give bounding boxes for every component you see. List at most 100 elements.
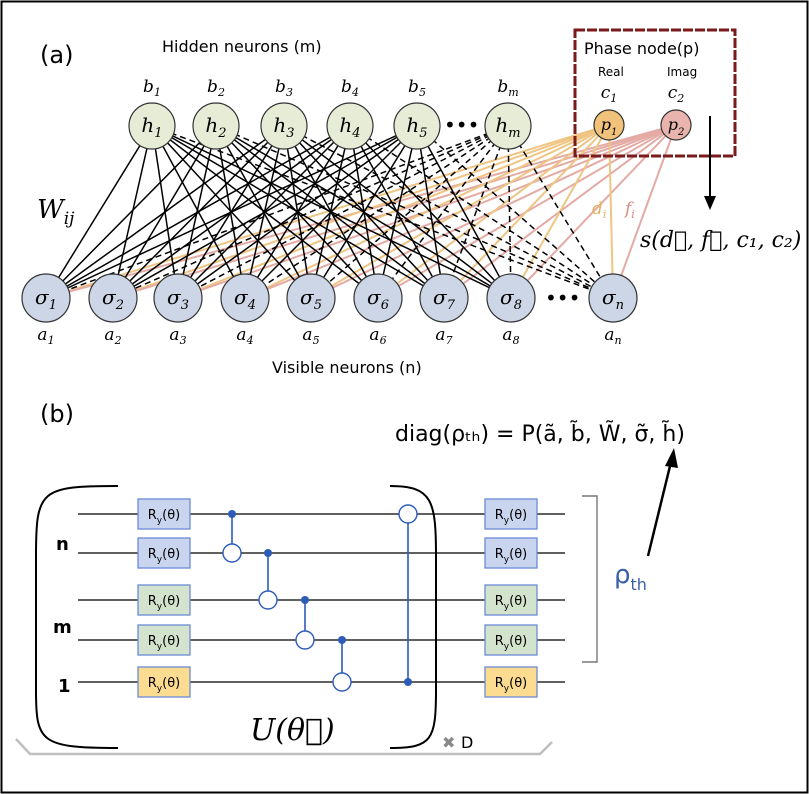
- panel-b-label: (b): [40, 400, 74, 428]
- quantum-circuit: Ry(θ) Ry(θ) Ry(θ) Ry(θ) Ry(θ) Ry(θ) Ry(θ) Ry(θ)…: [78, 498, 565, 698]
- output-function-label: s(d⃗, f⃗, c₁, c₂): [640, 228, 801, 253]
- visible-neurons-title: Visible neurons (n): [272, 358, 422, 377]
- rho-arrowhead: [665, 448, 678, 468]
- hidden-bias-label: b1: [143, 77, 161, 99]
- ry-gate-box: [137, 624, 191, 656]
- rho-bracket: [582, 495, 598, 663]
- ry-gate-label: Ry(θ): [148, 634, 180, 652]
- f-label: fi: [623, 199, 635, 221]
- weight-edge: [377, 125, 509, 299]
- ry-gate-box: [484, 624, 538, 656]
- hidden-neuron-label: h5: [406, 113, 427, 141]
- target-circle: [332, 672, 352, 692]
- visible-neuron: [486, 273, 536, 323]
- ry-gate-box: [137, 498, 191, 530]
- phase-node-box: [573, 28, 737, 158]
- ry-gate: Ry(θ): [484, 624, 538, 656]
- weight-edge: [45, 125, 285, 299]
- ry-gate-box: [484, 584, 538, 616]
- weight-edge: [45, 125, 217, 299]
- weight-edge: [112, 125, 153, 299]
- visible-bias-label: a5: [302, 325, 319, 347]
- ry-gate: Ry(θ): [137, 584, 191, 616]
- ry-gate-label: Ry(θ): [495, 508, 527, 526]
- phase-real-edge: [310, 124, 610, 299]
- visible-neuron-label: σ2: [102, 285, 124, 313]
- weight-edge: [45, 125, 351, 299]
- visible-neuron-label: σ4: [234, 285, 256, 313]
- visible-neuron-label: σ7: [433, 285, 456, 313]
- weight-edge: [112, 125, 509, 299]
- phase-node-real-label: p1: [601, 115, 618, 138]
- rho-arrow: [646, 461, 673, 557]
- weight-edge: [45, 125, 418, 299]
- real-label: Real: [598, 65, 624, 79]
- ry-gate-label: Ry(θ): [148, 547, 180, 565]
- visible-neuron: [286, 273, 336, 323]
- ry-gate: Ry(θ): [484, 584, 538, 616]
- weight-edge: [283, 125, 614, 299]
- hidden-bias-label: b4: [341, 77, 359, 99]
- rho-th-label: ρth: [614, 560, 647, 594]
- left-parenthesis: [35, 485, 119, 749]
- visible-neuron: [153, 273, 203, 323]
- ry-gate: Ry(θ): [137, 498, 191, 530]
- hidden-neuron: [128, 102, 176, 150]
- ry-gate: Ry(θ): [484, 498, 538, 530]
- ry-gate-box: [484, 666, 538, 698]
- phase-real-edge: [177, 124, 610, 299]
- visible-neuron-label: σ6: [367, 285, 389, 313]
- d-label: di: [592, 199, 606, 221]
- ry-gate-label: Ry(θ): [495, 594, 527, 612]
- weight-edge: [244, 125, 418, 299]
- register-label-1: 1: [58, 676, 71, 697]
- visible-bias-label: a4: [236, 325, 253, 347]
- weight-edge: [177, 125, 509, 299]
- weight-edge: [112, 125, 418, 299]
- phase-bias-real: c1: [601, 83, 618, 105]
- phase-node-imag-label: p2: [668, 115, 685, 138]
- hidden-neuron-label: h2: [205, 113, 226, 141]
- weight-edge: [310, 125, 509, 299]
- hidden-neuron-label: h3: [273, 113, 294, 141]
- hidden-neuron: [393, 102, 441, 150]
- target-circle: [222, 543, 242, 563]
- phase-real-edge: [608, 124, 614, 299]
- ry-gate-label: Ry(θ): [148, 508, 180, 526]
- weight-edge: [377, 125, 418, 299]
- weight-edge: [416, 125, 614, 299]
- visible-neuron-label: σ3: [167, 285, 189, 313]
- ry-gate-label: Ry(θ): [148, 594, 180, 612]
- output-arrowhead: [704, 196, 716, 210]
- visible-bias-label: a8: [502, 325, 519, 347]
- target-circle: [258, 590, 278, 610]
- phase-imag-edge: [510, 124, 677, 299]
- phase-node-title: Phase node(p): [584, 39, 699, 58]
- hidden-neuron: [326, 102, 374, 150]
- hidden-neuron-label: hm: [495, 113, 520, 141]
- hidden-ellipsis: •••: [444, 113, 479, 137]
- weight-edge: [443, 125, 509, 299]
- phase-node-real: [593, 109, 625, 141]
- weight-edge: [507, 125, 512, 299]
- weight-edge: [177, 125, 418, 299]
- diag-formula: diag(ρₜₕ) = P(ã, b̃, W̃, σ̃, h̃): [395, 421, 685, 447]
- right-parenthesis: [389, 485, 437, 749]
- target-circle: [398, 504, 418, 524]
- ry-gate-box: [137, 666, 191, 698]
- weight-edge: [416, 125, 445, 299]
- visible-bias-label: a2: [104, 325, 121, 347]
- repeat-tray: [15, 738, 553, 756]
- hidden-neurons-title: Hidden neurons (m): [162, 37, 322, 56]
- ry-gate-box: [484, 498, 538, 530]
- ry-gate-label: Ry(θ): [495, 676, 527, 694]
- register-label-n: n: [56, 534, 69, 555]
- visible-bias-label: a7: [435, 325, 452, 347]
- imag-label: Imag: [667, 65, 697, 79]
- ry-gate-label: Ry(θ): [495, 634, 527, 652]
- visible-neuron: [21, 273, 71, 323]
